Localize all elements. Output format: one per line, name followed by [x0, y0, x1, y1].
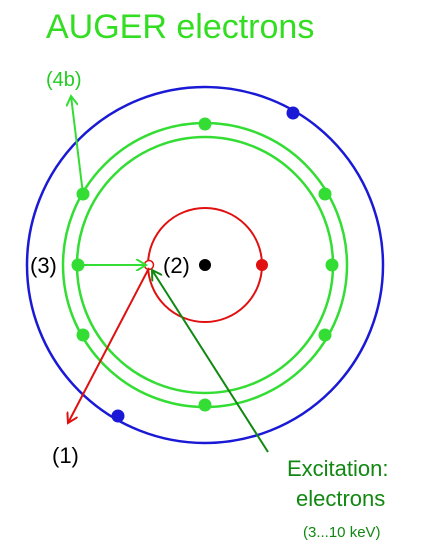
primary-electron-arrow	[68, 267, 150, 423]
excitation-arrow	[152, 270, 269, 453]
l-electron	[318, 328, 332, 342]
auger-ejection-arrow	[71, 96, 84, 195]
excitation-line3: (3...10 keV)	[303, 524, 381, 541]
outer-shell	[25, 85, 385, 445]
label-3: (3)	[30, 253, 57, 278]
excitation-line2: electrons	[296, 486, 385, 511]
outer-electron	[286, 106, 300, 120]
outer-electron	[111, 409, 125, 423]
l-electron	[325, 258, 339, 272]
l-electron	[76, 328, 90, 342]
nucleus	[199, 259, 211, 271]
l-electron	[198, 398, 212, 412]
label-1: (1)	[52, 443, 79, 468]
k-electron	[256, 259, 268, 271]
l-electron	[198, 117, 212, 131]
excitation-line1: Excitation:	[287, 456, 389, 481]
label-2: (2)	[163, 253, 190, 278]
l-electron	[318, 187, 332, 201]
label-4b: (4b)	[46, 69, 82, 91]
l-electron	[71, 258, 85, 272]
diagram-title: AUGER electrons	[46, 8, 314, 46]
